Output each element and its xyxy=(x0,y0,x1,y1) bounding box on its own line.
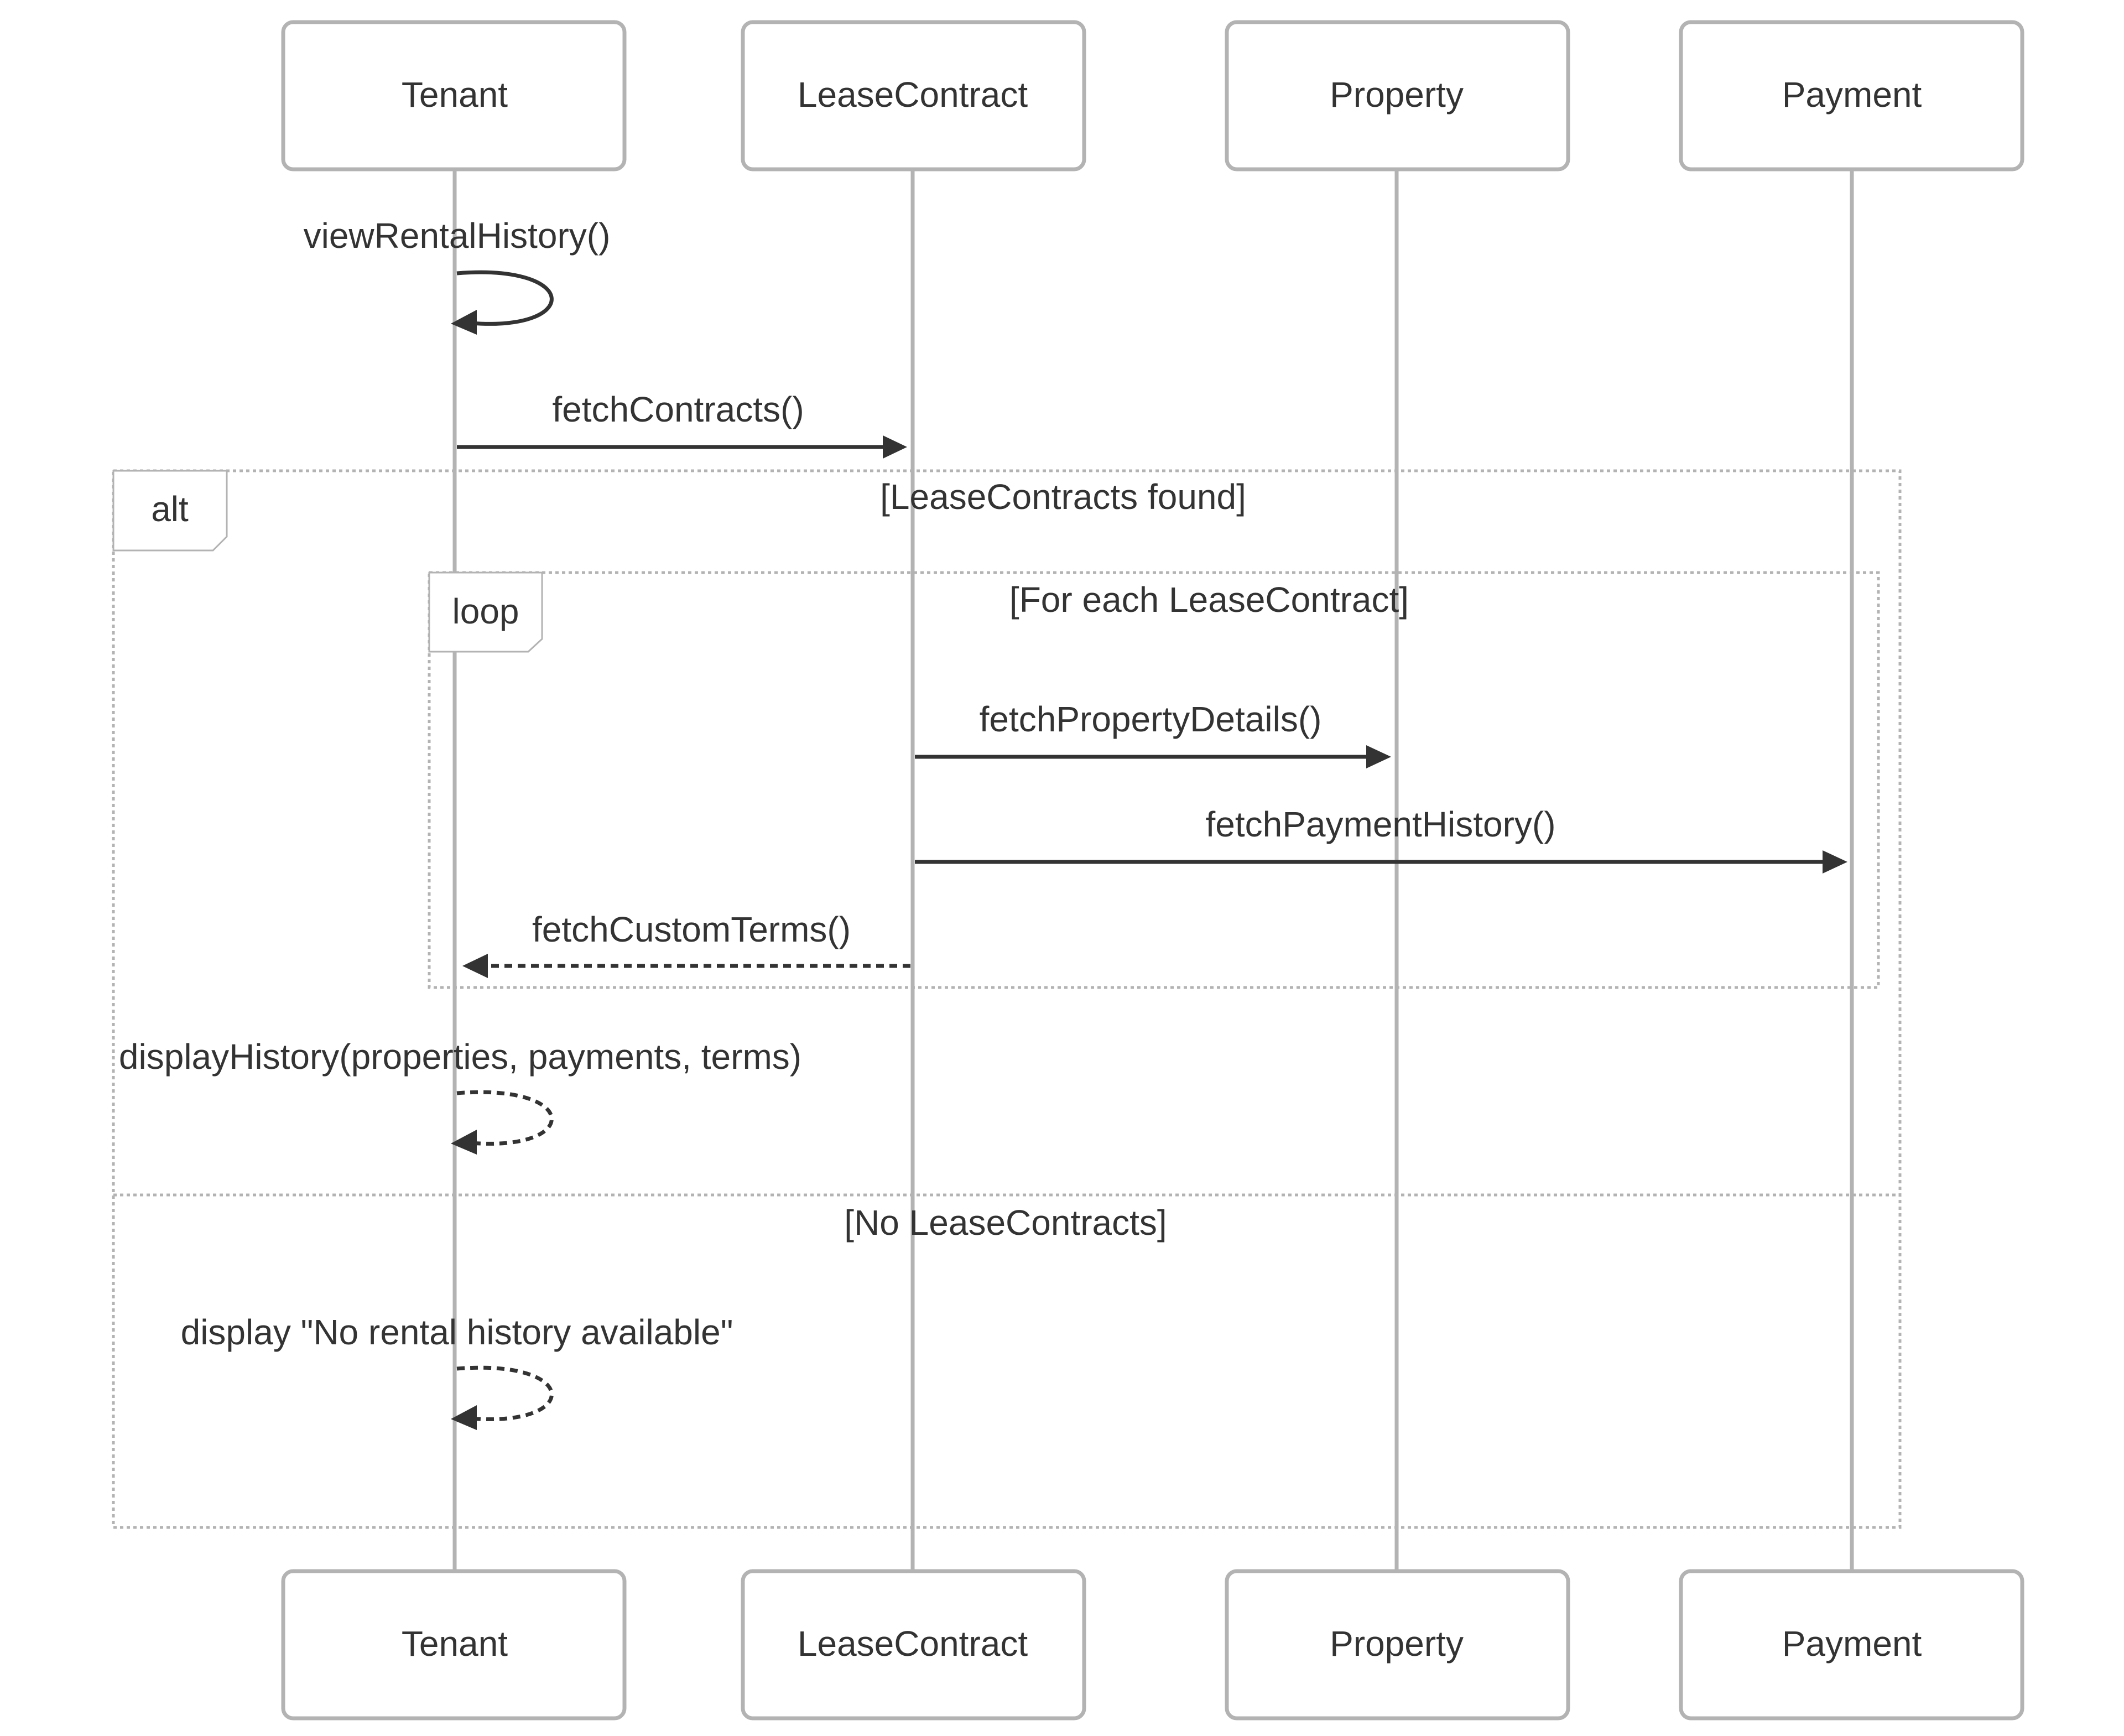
message-viewrentalhistory[interactable]: viewRentalHistory() xyxy=(304,216,611,335)
message-label: fetchPaymentHistory() xyxy=(1205,804,1555,844)
actor-top-tenant[interactable]: Tenant xyxy=(281,20,627,171)
actor-label: LeaseContract xyxy=(798,75,1028,115)
message-label: display "No rental history available" xyxy=(181,1312,733,1352)
arrowhead-icon xyxy=(1823,850,1847,874)
arrowhead-icon xyxy=(451,310,477,335)
actor-top-leasecontract[interactable]: LeaseContract xyxy=(741,20,1086,171)
message-fetchcustomterms[interactable]: fetchCustomTerms() xyxy=(462,909,910,978)
message-displayhistory[interactable]: displayHistory(properties, payments, ter… xyxy=(119,1037,801,1155)
message-fetchcontracts[interactable]: fetchContracts() xyxy=(457,389,907,459)
arrowhead-icon xyxy=(451,1130,477,1155)
actor-label: LeaseContract xyxy=(798,1624,1028,1664)
message-label: fetchContracts() xyxy=(552,389,804,429)
alt-keyword: alt xyxy=(151,489,189,529)
actor-label: Property xyxy=(1330,1624,1464,1664)
message-label: displayHistory(properties, payments, ter… xyxy=(119,1037,801,1077)
arrowhead-icon xyxy=(451,1405,477,1430)
alt-else-condition: [No LeaseContracts] xyxy=(844,1203,1167,1243)
message-label: fetchPropertyDetails() xyxy=(980,699,1322,739)
actor-label: Payment xyxy=(1782,1624,1922,1664)
arrowhead-icon xyxy=(883,435,907,459)
actor-label: Tenant xyxy=(402,1624,508,1664)
actor-label: Tenant xyxy=(402,75,508,115)
arrowhead-icon xyxy=(1366,745,1391,768)
actor-bottom-property[interactable]: Property xyxy=(1225,1569,1570,1721)
actor-bottom-tenant[interactable]: Tenant xyxy=(281,1569,627,1721)
actor-label: Property xyxy=(1330,75,1464,115)
message-label: viewRentalHistory() xyxy=(304,216,611,256)
actor-label: Payment xyxy=(1782,75,1922,115)
actor-bottom-leasecontract[interactable]: LeaseContract xyxy=(741,1569,1086,1721)
loop-condition: [For each LeaseContract] xyxy=(1009,580,1409,620)
alt-condition: [LeaseContracts found] xyxy=(880,477,1246,517)
message-fetchpropertydetails[interactable]: fetchPropertyDetails() xyxy=(915,699,1391,768)
actor-top-payment[interactable]: Payment xyxy=(1679,20,2024,171)
arrowhead-icon xyxy=(462,954,488,978)
loop-fragment: loop [For each LeaseContract] xyxy=(428,571,1880,989)
message-display-no-history[interactable]: display "No rental history available" xyxy=(181,1312,733,1430)
actor-top-property[interactable]: Property xyxy=(1225,20,1570,171)
alt-fragment: alt [LeaseContracts found] [No LeaseCont… xyxy=(112,469,1902,1529)
loop-keyword: loop xyxy=(452,591,519,631)
actor-bottom-payment[interactable]: Payment xyxy=(1679,1569,2024,1721)
message-label: fetchCustomTerms() xyxy=(532,909,851,949)
message-fetchpaymenthistory[interactable]: fetchPaymentHistory() xyxy=(915,804,1847,874)
